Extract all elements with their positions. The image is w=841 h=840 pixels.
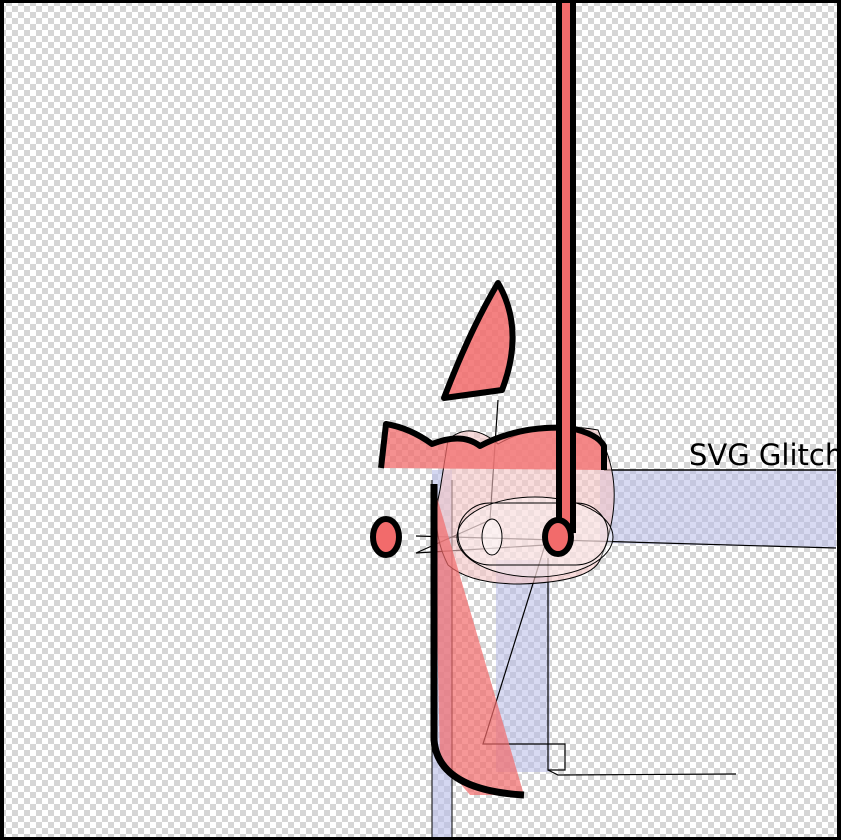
crescent-shape — [441, 280, 516, 401]
left-eye-shape — [370, 516, 402, 558]
small-eye-outline — [481, 518, 503, 556]
right-eye-shape — [542, 517, 574, 557]
connector-tail — [547, 769, 737, 776]
blue-band-shape — [600, 470, 836, 548]
glitch-caption: SVG Glitch — [689, 438, 841, 472]
vertical-bar — [556, 0, 576, 533]
crown-outline — [378, 421, 607, 470]
thick-outline-shape — [430, 484, 525, 799]
inner-rounded-rect — [457, 502, 609, 566]
red-triangle-shape — [434, 487, 524, 795]
crown-shape — [381, 424, 604, 470]
blue-strip-middle — [496, 560, 550, 772]
